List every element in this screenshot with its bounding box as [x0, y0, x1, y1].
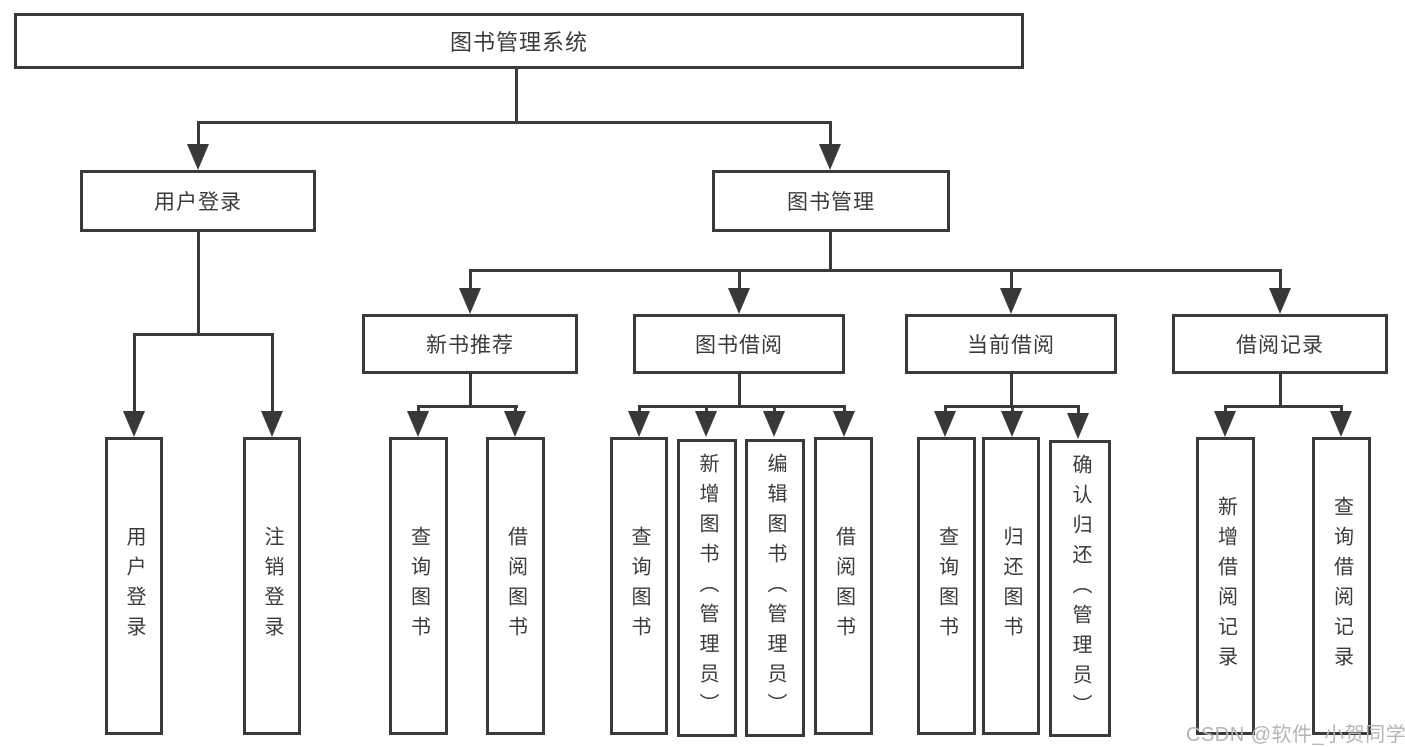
connector-line-horizontal	[1224, 405, 1343, 408]
arrowhead-down-icon	[833, 411, 855, 437]
node-leaf-borrow-books: 借阅图书	[814, 437, 873, 735]
arrowhead-down-icon	[1067, 413, 1089, 439]
arrowhead-down-icon	[123, 411, 145, 437]
arrowhead-down-icon	[728, 288, 750, 314]
node-leaf-borrow-books-recommend: 借阅图书	[486, 437, 545, 735]
node-book-management: 图书管理	[712, 170, 950, 232]
node-leaf-query-books-recommend: 查询图书	[389, 437, 448, 735]
node-leaf-add-books-admin: 新增图书（管理员）	[677, 439, 737, 737]
node-leaf-logout: 注销登录	[243, 437, 301, 735]
node-new-book-recommend: 新书推荐	[362, 314, 578, 374]
connector-line-horizontal	[133, 333, 274, 336]
connector-line-vertical	[197, 121, 200, 149]
connector-line-vertical	[829, 230, 832, 272]
arrowhead-down-icon	[261, 411, 283, 437]
arrowhead-down-icon	[407, 411, 429, 437]
node-leaf-confirm-return-admin: 确认归还（管理员）	[1049, 440, 1111, 737]
arrowhead-down-icon	[628, 411, 650, 437]
connector-line-vertical	[417, 405, 420, 415]
connector-line-vertical	[1011, 405, 1014, 415]
arrowhead-down-icon	[1000, 288, 1022, 314]
node-leaf-query-books-current: 查询图书	[917, 437, 976, 735]
connector-line-horizontal	[638, 405, 846, 408]
connector-line-vertical	[1077, 405, 1080, 415]
node-leaf-return-books: 归还图书	[982, 437, 1040, 735]
connector-line-vertical	[1224, 405, 1227, 415]
connector-line-vertical	[738, 372, 741, 408]
node-book-borrowing: 图书借阅	[633, 314, 845, 374]
arrowhead-down-icon	[1214, 411, 1236, 437]
arrowhead-down-icon	[1330, 411, 1352, 437]
node-user-login: 用户登录	[80, 170, 316, 232]
connector-line-vertical	[515, 67, 518, 123]
connector-line-vertical	[1340, 405, 1343, 415]
arrowhead-down-icon	[1001, 411, 1023, 437]
csdn-watermark: CSDN @软件_小贺同学	[1186, 724, 1405, 746]
connector-line-vertical	[469, 269, 472, 291]
node-root: 图书管理系统	[14, 13, 1024, 69]
node-borrowing-records: 借阅记录	[1172, 314, 1388, 374]
node-leaf-add-borrow-record: 新增借阅记录	[1196, 437, 1255, 735]
node-leaf-query-books-borrowing: 查询图书	[610, 437, 668, 735]
connector-line-vertical	[514, 405, 517, 415]
connector-line-vertical	[197, 230, 200, 336]
node-leaf-user-login: 用户登录	[105, 437, 163, 735]
arrowhead-down-icon	[504, 411, 526, 437]
connector-line-vertical	[133, 333, 136, 415]
connector-line-vertical	[843, 405, 846, 415]
connector-line-vertical	[271, 333, 274, 415]
connector-line-horizontal	[417, 405, 518, 408]
connector-line-vertical	[638, 405, 641, 415]
connector-line-vertical	[705, 405, 708, 415]
connector-line-vertical	[773, 405, 776, 415]
connector-line-vertical	[469, 372, 472, 408]
connector-line-vertical	[1010, 372, 1013, 408]
connector-line-vertical	[1279, 269, 1282, 291]
connector-line-vertical	[944, 405, 947, 415]
connector-line-vertical	[829, 121, 832, 149]
connector-line-vertical	[738, 269, 741, 291]
node-leaf-edit-books-admin: 编辑图书（管理员）	[745, 439, 805, 737]
connector-line-horizontal	[469, 269, 1282, 272]
arrowhead-down-icon	[819, 144, 841, 170]
arrowhead-down-icon	[695, 411, 717, 437]
arrowhead-down-icon	[763, 411, 785, 437]
arrowhead-down-icon	[459, 288, 481, 314]
connector-line-vertical	[1279, 372, 1282, 408]
arrowhead-down-icon	[187, 144, 209, 170]
connector-line-vertical	[1010, 269, 1013, 291]
node-current-borrowing: 当前借阅	[905, 314, 1117, 374]
arrowhead-down-icon	[934, 411, 956, 437]
node-leaf-query-borrow-record: 查询借阅记录	[1312, 437, 1371, 735]
arrowhead-down-icon	[1269, 288, 1291, 314]
connector-line-horizontal	[197, 121, 831, 124]
